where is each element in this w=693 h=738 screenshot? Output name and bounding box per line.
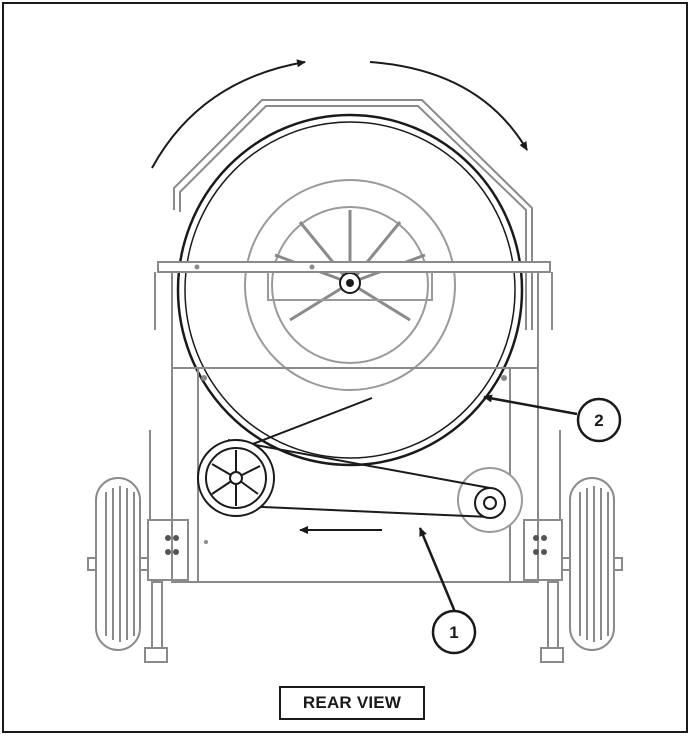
drum-hub-center: [346, 279, 354, 287]
view-caption: REAR VIEW: [302, 693, 402, 712]
crossbar-bolts: [194, 264, 315, 270]
wheel-left: [95, 477, 141, 651]
large-pulley: [197, 439, 275, 517]
rotation-arrow-left: [151, 59, 306, 169]
hub-bracket: [267, 272, 433, 301]
callout-1-leader: [418, 527, 457, 613]
callout-2-leader: [483, 394, 578, 416]
support-legs: [144, 581, 564, 663]
callout-1: 1: [431, 609, 477, 655]
drive-belt: [217, 397, 491, 518]
mixing-drum: [176, 113, 524, 467]
callout-2-label: 2: [594, 411, 603, 430]
main-frame: [154, 272, 553, 583]
wheel-right: [569, 477, 615, 651]
bracket-bolts: [165, 535, 547, 555]
view-caption-box: REAR VIEW: [279, 686, 425, 720]
frame-rivets: [201, 375, 507, 544]
drum-housing: [173, 99, 533, 330]
motor-pulley: [474, 487, 506, 519]
top-crossbar: [157, 261, 551, 273]
callout-1-label: 1: [449, 623, 458, 642]
rotation-arrow-right: [369, 61, 528, 151]
callout-2: 2: [576, 397, 622, 443]
axle: [87, 557, 623, 571]
side-brackets: [147, 430, 563, 581]
